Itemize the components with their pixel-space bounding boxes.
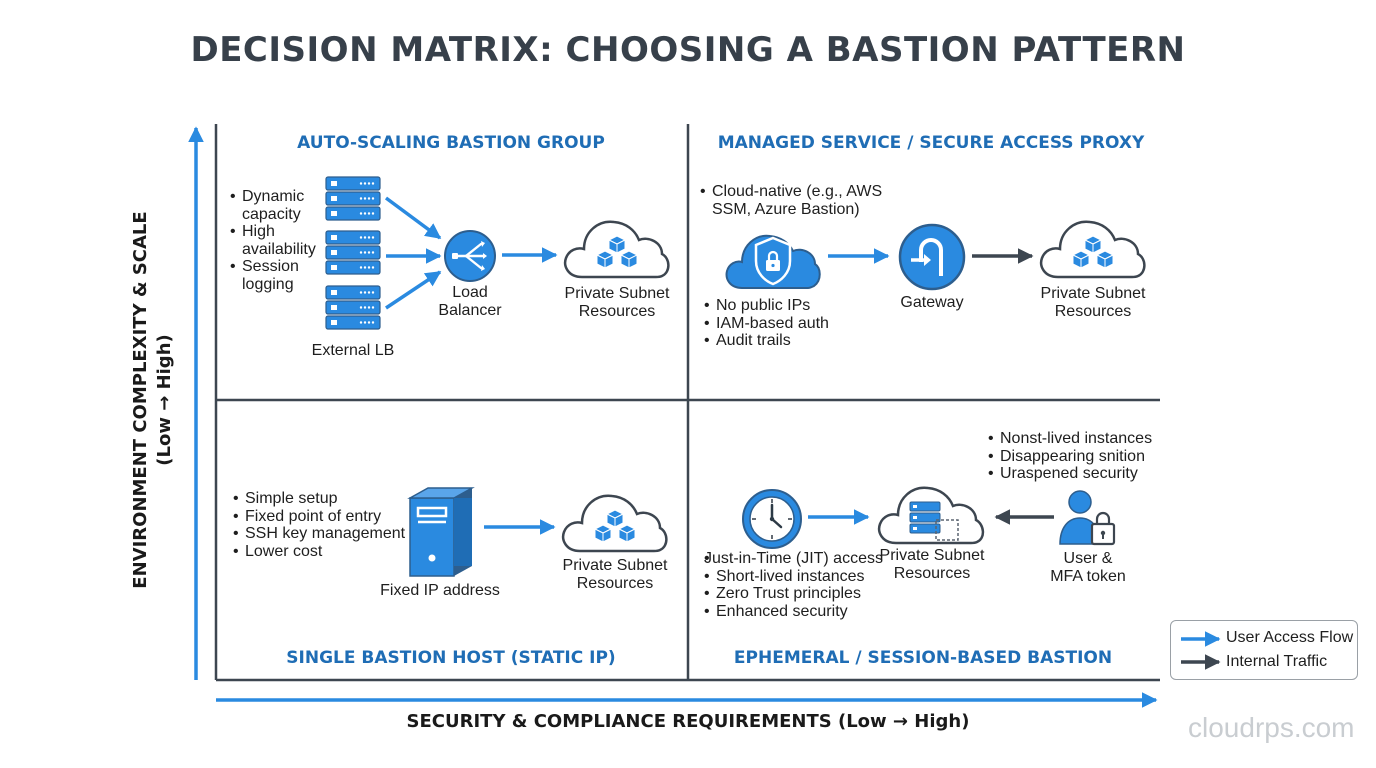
managed-service-bullets-top: Cloud-native (e.g., AWS SSM, Azure Basti… [700,183,890,218]
list-item: Just-in-Time (JIT) access [704,550,904,568]
single-bastion-bullets: Simple setup Fixed point of entry SSH ke… [233,490,413,560]
legend-item-user-access-flow: User Access Flow [1226,629,1354,646]
load-balancer-label: Load Balancer [438,284,502,319]
list-item: Nonst-lived instances [988,430,1158,448]
load-balancer-icon [444,230,496,282]
shield-lock-icon [725,234,821,289]
list-item: Cloud-native (e.g., AWS SSM, Azure Basti… [700,183,890,218]
server-tower-icon [407,487,475,577]
list-item: IAM-based auth [704,315,874,333]
list-item: Lower cost [233,543,413,561]
clock-icon [742,489,802,549]
list-item: Simple setup [233,490,413,508]
list-item: High availability [230,223,330,258]
list-item: SSH key management [233,525,413,543]
list-item: Session logging [230,258,330,293]
list-item: Dynamic capacity [230,188,330,223]
watermark: cloudrps.com [1188,712,1355,743]
list-item: Enhanced security [704,603,904,621]
legend: User Access Flow Internal Traffic [1170,620,1358,680]
ephemeral-bullets-bottom: Just-in-Time (JIT) access Short-lived in… [704,550,904,620]
list-item: Zero Trust principles [704,585,904,603]
user-lock-icon [1059,490,1116,546]
list-item: Disappearing snition [988,448,1158,466]
list-item: Fixed point of entry [233,508,413,526]
gateway-label: Gateway [900,294,964,311]
list-item: No public IPs [704,297,874,315]
page-title: DECISION MATRIX: CHOOSING A BASTION PATT… [190,30,1186,70]
quadrant-title-managed-service: MANAGED SERVICE / SECURE ACCESS PROXY [717,133,1145,153]
quadrant-title-ephemeral: EPHEMERAL / SESSION-BASED BASTION [733,648,1113,668]
gateway-icon [898,223,966,291]
private-subnet-label: Private Subnet Resources [1040,285,1146,320]
managed-service-bullets-bottom: No public IPs IAM-based auth Audit trail… [704,297,874,350]
fixed-ip-label: Fixed IP address [380,582,500,599]
user-mfa-label: User & MFA token [1050,550,1126,585]
private-subnet-label: Private Subnet Resources [564,285,670,320]
x-axis-label: SECURITY & COMPLIANCE REQUIREMENTS (Low … [406,711,970,732]
ephemeral-resource-cloud-icon [878,486,985,545]
list-item: Uraspened security [988,465,1158,483]
quadrant-title-auto-scaling: AUTO-SCALING BASTION GROUP [297,133,605,153]
legend-item-internal-traffic: Internal Traffic [1226,653,1328,670]
private-subnet-label: Private Subnet Resources [562,557,668,592]
list-item: Audit trails [704,332,874,350]
private-subnet-label: Private Subnet Resources [879,547,985,582]
ephemeral-bullets-top: Nonst-lived instances Disappearing sniti… [988,430,1158,483]
internal-traffic-arrow-icon [1181,654,1221,670]
list-item: Short-lived instances [704,568,904,586]
auto-scaling-bullets: Dynamic capacity High availability Sessi… [230,188,330,293]
quadrant-title-single-bastion: SINGLE BASTION HOST (STATIC IP) [286,648,616,668]
external-lb-label: External LB [311,342,395,359]
user-access-flow-arrow-icon [1181,631,1221,647]
